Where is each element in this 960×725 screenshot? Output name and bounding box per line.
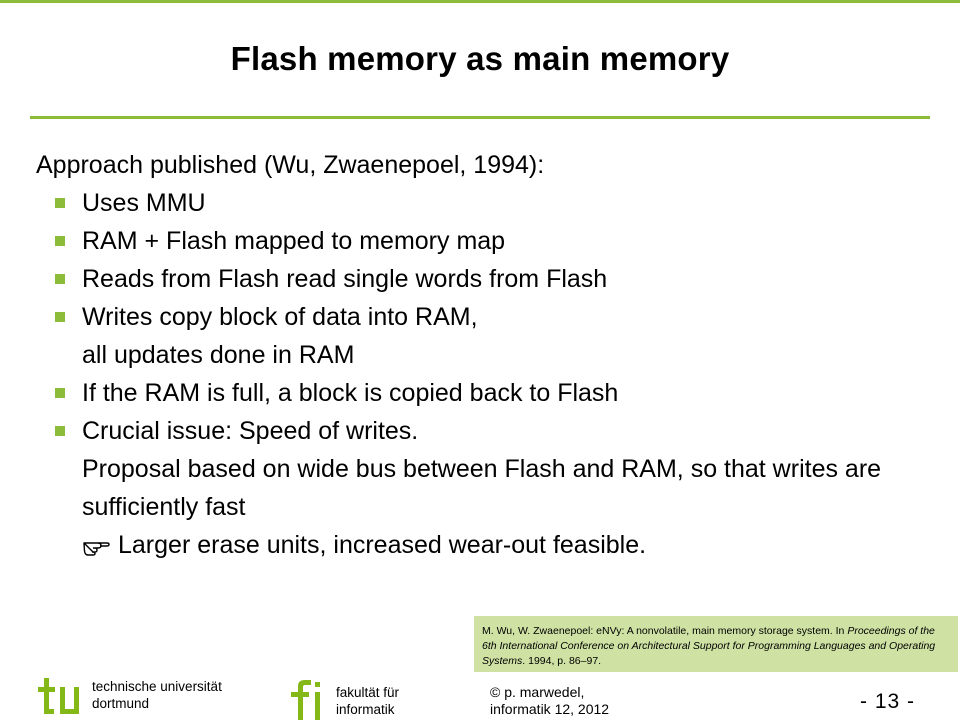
faculty-name: fakultät für informatik	[336, 685, 400, 717]
list-item: Uses MMU	[36, 184, 916, 222]
fi-logo	[289, 678, 329, 725]
tu-logo	[38, 678, 84, 725]
square-bullet-icon	[55, 236, 65, 246]
bullet-text: Uses MMU	[82, 189, 206, 217]
pointing-hand-icon	[82, 529, 112, 567]
square-bullet-icon	[55, 388, 65, 398]
bullet-continuation: Proposal based on wide bus between Flash…	[82, 455, 882, 521]
reference-venue: Proceedings of the 6th International Con…	[482, 625, 936, 667]
square-bullet-icon	[55, 312, 65, 322]
bullet-list: Uses MMU RAM + Flash mapped to memory ma…	[36, 184, 916, 567]
title-rule	[30, 116, 930, 119]
reference-details: . 1994, p. 86–97.	[522, 655, 602, 667]
bullet-result: Larger erase units, increased wear-out f…	[82, 526, 916, 567]
top-rule	[0, 0, 960, 3]
reference-box: M. Wu, W. Zwaenepoel: eNVy: A nonvolatil…	[474, 616, 958, 672]
list-item: Reads from Flash read single words from …	[36, 260, 916, 298]
square-bullet-icon	[55, 274, 65, 284]
slide-title: Flash memory as main memory	[230, 40, 730, 77]
list-item: Writes copy block of data into RAM, all …	[36, 298, 916, 374]
slide-content: Approach published (Wu, Zwaenepoel, 1994…	[36, 146, 916, 567]
bullet-text: If the RAM is full, a block is copied ba…	[82, 379, 619, 407]
footer: technische universität dortmund fakultät…	[0, 672, 960, 720]
bullet-text: Crucial issue: Speed of writes.	[82, 417, 419, 445]
bullet-text: Writes copy block of data into RAM,	[82, 303, 478, 331]
intro-text: Approach published (Wu, Zwaenepoel, 1994…	[36, 151, 545, 179]
list-item: If the RAM is full, a block is copied ba…	[36, 374, 916, 412]
square-bullet-icon	[55, 426, 65, 436]
bullet-text: RAM + Flash mapped to memory map	[82, 227, 506, 255]
bullet-text: Reads from Flash read single words from …	[82, 265, 608, 293]
list-item: RAM + Flash mapped to memory map	[36, 222, 916, 260]
bullet-continuation: all updates done in RAM	[82, 341, 355, 369]
square-bullet-icon	[55, 198, 65, 208]
result-text: Larger erase units, increased wear-out f…	[118, 531, 647, 559]
list-item: Crucial issue: Speed of writes. Proposal…	[36, 412, 916, 567]
university-name: technische universität dortmund	[92, 679, 222, 711]
author-credit: © p. marwedel, informatik 12, 2012	[490, 684, 610, 717]
reference-authors: M. Wu, W. Zwaenepoel: eNVy: A nonvolatil…	[482, 625, 845, 637]
page-number: - 13 -	[860, 690, 916, 713]
